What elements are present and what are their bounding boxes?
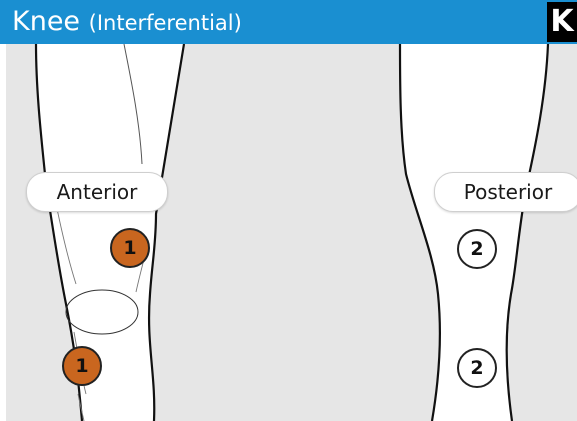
posterior-leg-right-outline: [505, 44, 550, 421]
posterior-view-label: Posterior: [434, 172, 577, 212]
anterior-view-label: Anterior: [26, 172, 168, 212]
title-main: Knee: [12, 6, 81, 37]
patella-outline: [65, 289, 139, 335]
title-subtitle: (Interferential): [88, 11, 242, 35]
electrode-channel-1-lower-anterior: 1: [62, 346, 102, 386]
title-bar: Knee (Interferential): [0, 0, 577, 44]
anterior-muscle-line: [77, 393, 85, 421]
anterior-leg-shape: [36, 44, 184, 421]
section-letter-badge: K: [547, 2, 577, 42]
electrode-channel-2-lower-posterior: 2: [457, 348, 497, 388]
anterior-muscle-line: [123, 44, 143, 165]
electrode-channel-2-upper-posterior: 2: [457, 229, 497, 269]
diagram-panel: Anterior Posterior 1 1 2 2: [6, 44, 577, 421]
page-title: Knee (Interferential): [12, 3, 242, 42]
electrode-channel-1-upper-anterior: 1: [110, 228, 150, 268]
posterior-leg-left-outline: [398, 44, 442, 421]
anterior-leg-right-outline: [147, 44, 186, 421]
